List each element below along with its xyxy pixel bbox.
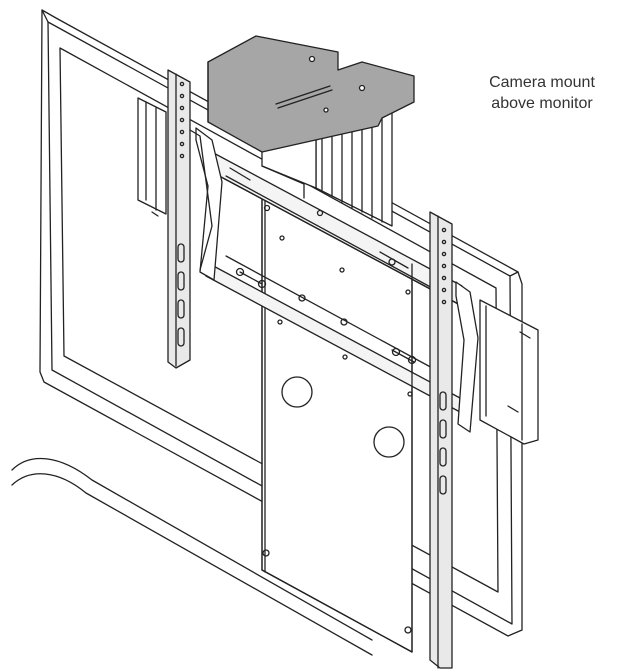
left-bracket	[167, 69, 223, 369]
camera-mount-callout: Camera mount above monitor	[462, 72, 622, 114]
mounting-plate	[205, 149, 463, 413]
callout-line-1: Camera mount	[489, 74, 595, 91]
wall-arc	[11, 457, 373, 656]
left-wall-arm	[137, 97, 167, 217]
camera-mount-plate	[207, 35, 415, 153]
right-bracket	[429, 211, 479, 669]
right-wall-arm	[479, 299, 539, 445]
callout-line-2: above monitor	[491, 95, 593, 112]
stand-post	[261, 263, 413, 653]
